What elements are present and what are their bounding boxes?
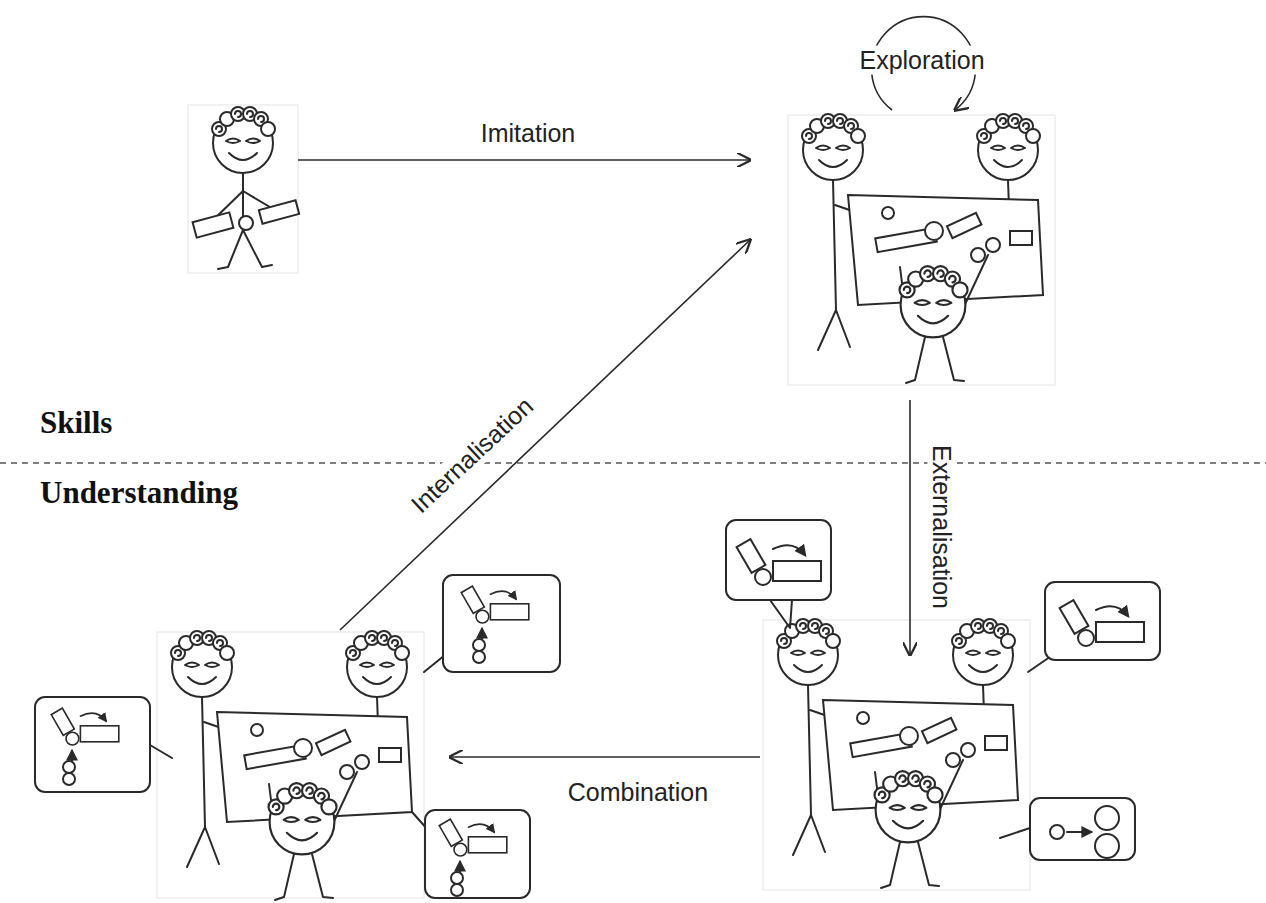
scene-box bbox=[188, 105, 298, 273]
edge-label: Imitation bbox=[478, 119, 578, 148]
region-label: Understanding bbox=[40, 476, 238, 510]
group-scene bbox=[763, 619, 1030, 890]
region-label: Skills bbox=[40, 406, 112, 440]
single-person-figure bbox=[188, 105, 299, 273]
edge-label: Internalisation bbox=[403, 389, 541, 520]
edge-label: Externalisation bbox=[928, 442, 957, 612]
thought-bubbles bbox=[35, 520, 1160, 898]
group-scene bbox=[788, 114, 1055, 385]
process-arrow bbox=[298, 159, 750, 161]
scene-box bbox=[150, 630, 450, 898]
scene-box bbox=[750, 110, 1060, 400]
edge-label: Exploration bbox=[856, 46, 987, 75]
process-arrow bbox=[909, 400, 911, 655]
process-arrow bbox=[340, 240, 750, 630]
scene-box bbox=[760, 655, 1035, 890]
edge-label: Combination bbox=[565, 778, 711, 807]
group-scene bbox=[157, 631, 424, 900]
process-arrow bbox=[450, 756, 760, 758]
divider-line bbox=[0, 462, 1266, 464]
